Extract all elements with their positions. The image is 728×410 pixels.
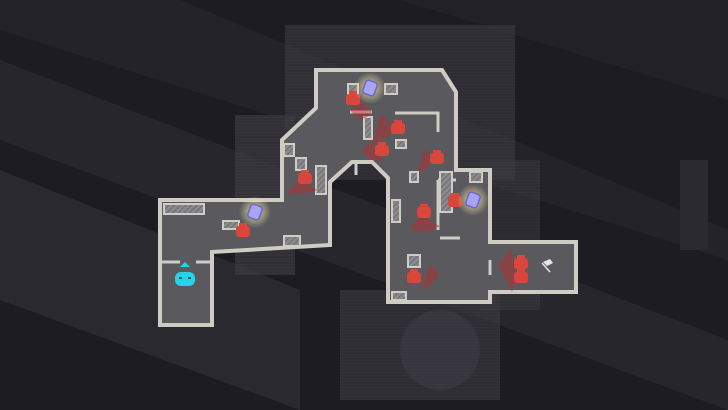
enemy-guard-icon [375,142,389,156]
vision-cone [418,147,432,171]
obstacles [163,83,483,301]
enemy-guard-icon [430,150,444,164]
crystal-pickup-icon [457,184,489,216]
enemy-guard-icon [417,204,431,218]
enemy-guard-icon [391,120,405,134]
crystals[interactable] [239,72,489,228]
vision-cone [350,102,372,119]
crystal-pickup-icon [239,196,271,228]
enemy-guard-icon [298,170,312,184]
enemy-guard-icon [514,255,528,269]
enemy-guard-icon [236,223,250,237]
crystal-pickup-icon [354,72,386,104]
vision-cone [372,115,391,145]
enemy-guard-icon [346,91,360,105]
vision-cone [420,265,439,290]
vision-cone [410,215,440,232]
floor-area [158,68,578,327]
player-robot-icon[interactable] [175,262,195,286]
exit-flag-icon[interactable] [541,259,553,273]
enemy-guard-icon [514,269,528,283]
enemy-guard-icon [407,269,421,283]
vision-cone [286,180,318,194]
vision-cone [498,250,516,292]
